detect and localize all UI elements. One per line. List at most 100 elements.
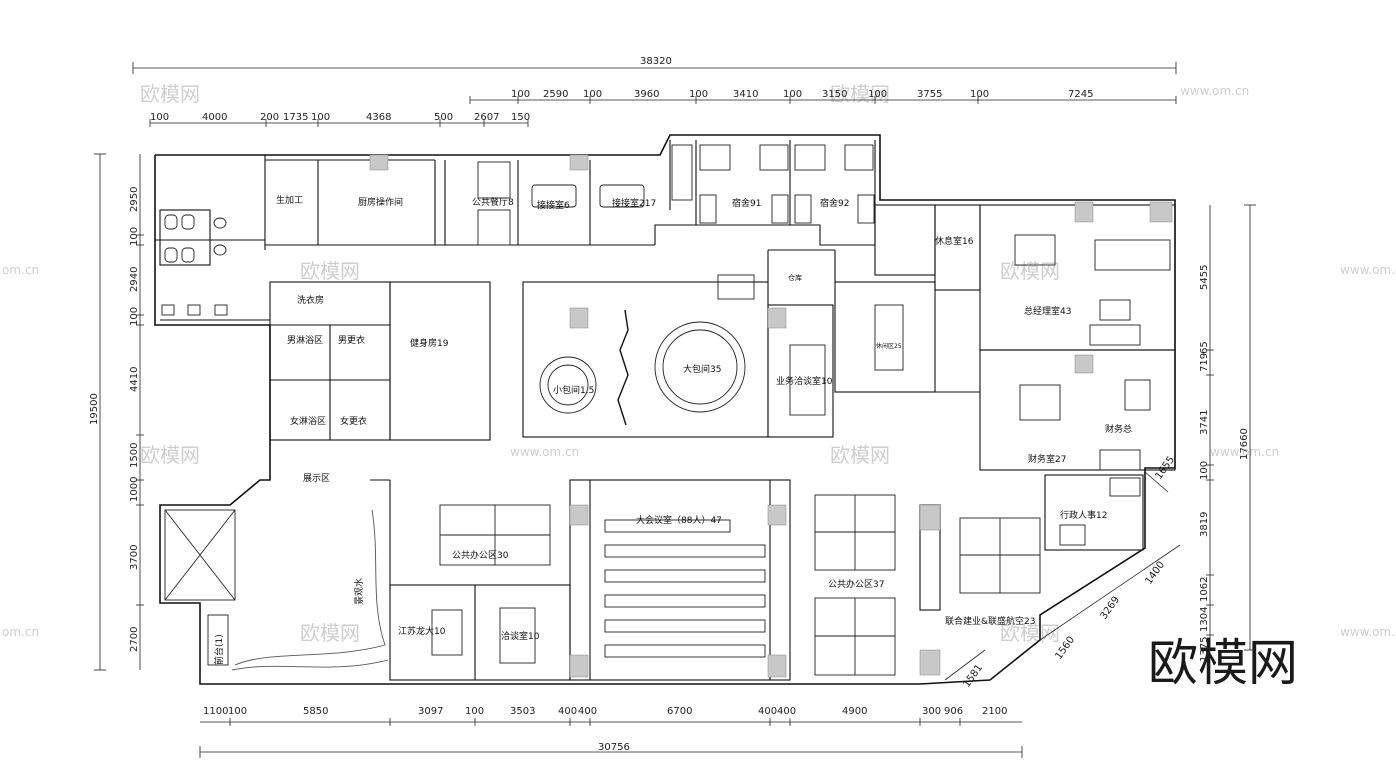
watermark-url: om.cn xyxy=(2,625,39,639)
dim-top-row1: 2590 xyxy=(543,89,568,100)
room-label-business-talk: 业务洽谈室10 xyxy=(776,375,833,387)
dim-right: 719 xyxy=(1199,353,1210,372)
room-label-gym: 健身房19 xyxy=(410,337,449,349)
watermark-logo: 欧模网 xyxy=(1148,634,1298,692)
dim-diagonal: 3269 xyxy=(1098,595,1122,622)
dim-right: 1375 xyxy=(1199,637,1210,662)
dim-top-row1: 3150 xyxy=(822,89,847,100)
dim-top-row2: 1735 xyxy=(283,112,308,123)
dim-left: 2700 xyxy=(129,627,140,652)
dim-right: 5455 xyxy=(1199,265,1210,290)
dim-left: 1500 xyxy=(129,443,140,468)
outer-walls xyxy=(154,134,1176,685)
room-label-rest: 休息室16 xyxy=(935,235,974,247)
dim-bottom: 2100 xyxy=(982,706,1007,717)
furniture xyxy=(161,144,1171,676)
room-label-laundry: 洗衣房 xyxy=(297,294,324,306)
dim-bottom: 3503 xyxy=(510,706,535,717)
watermark-brand: 欧模网 xyxy=(140,82,200,106)
dim-top-row2: 4000 xyxy=(202,112,227,123)
watermark-brand: 欧模网 xyxy=(830,443,890,467)
room-label-gm-office: 总经理室43 xyxy=(1024,305,1071,317)
watermarks: 欧模网 欧模网 www.om.cn 欧模网 欧模网 om.cn www.om.c… xyxy=(2,82,1396,692)
watermark-brand: 欧模网 xyxy=(300,259,360,283)
room-label-small-private: 小包间1.5 xyxy=(553,384,594,396)
dim-right: 65 xyxy=(1199,341,1210,354)
dim-bottom: 3097 xyxy=(418,706,443,717)
room-label-exhibition: 展示区 xyxy=(303,473,330,484)
dim-top-row1: 100 xyxy=(868,89,887,100)
dim-right: 1062 xyxy=(1199,577,1210,602)
dim-top-row2: 100 xyxy=(311,112,330,123)
watermark-url: www.om.cn xyxy=(1210,445,1279,459)
room-label-dorm1: 宿舍91 xyxy=(732,197,761,209)
dim-top-row2: 500 xyxy=(434,112,453,123)
dim-overall-bottom: 30756 xyxy=(598,742,630,753)
room-label-female-locker: 女更衣 xyxy=(340,415,367,427)
meeting-seat-rows xyxy=(604,519,766,658)
dim-top-row1: 3410 xyxy=(733,89,758,100)
dim-top-row1: 100 xyxy=(583,89,602,100)
dim-overall-top: 38320 xyxy=(640,56,672,67)
room-label-finance-head: 财务总 xyxy=(1105,423,1132,435)
dim-left: 4410 xyxy=(129,367,140,392)
dim-bottom: 100 xyxy=(228,706,247,717)
room-label-male-locker: 男更衣 xyxy=(338,334,365,346)
room-label-reception-b: 接接室217 xyxy=(612,197,656,209)
room-label-kitchen: 厨房操作间 xyxy=(358,196,403,208)
dim-left: 100 xyxy=(129,307,140,326)
watermark-url: om.cn xyxy=(2,263,39,277)
dim-bottom: 400 xyxy=(558,706,577,717)
room-label-big-meeting: 大会议室（88人）47 xyxy=(636,514,722,526)
dim-right: 100 xyxy=(1199,461,1210,480)
dim-left: 2940 xyxy=(129,267,140,292)
room-label-public-office-30: 公共办公区30 xyxy=(452,549,509,561)
dim-top-row1: 3755 xyxy=(917,89,942,100)
dim-bottom: 4900 xyxy=(842,706,867,717)
room-label-public-office-37: 公共办公区37 xyxy=(828,578,884,590)
structural-columns xyxy=(369,154,1173,678)
dim-top-row2: 150 xyxy=(511,112,530,123)
watermark-brand: 欧模网 xyxy=(1000,259,1060,283)
dim-right: 1304 xyxy=(1199,607,1210,632)
dim-bottom: 400 xyxy=(578,706,597,717)
dim-left: 3700 xyxy=(129,545,140,570)
watermark-url: www.om.cn xyxy=(1340,263,1396,277)
watermark-url: www.om.cn xyxy=(510,445,579,459)
watermark-url: www.om.cn xyxy=(1180,84,1249,98)
dim-left: 2950 xyxy=(129,187,140,212)
room-label-negotiation: 洽谈室10 xyxy=(501,630,540,642)
room-label-dorm2: 宿舍92 xyxy=(820,197,849,209)
dim-top-row1: 100 xyxy=(689,89,708,100)
room-label-jiangsu: 江苏龙大10 xyxy=(398,625,446,637)
watermark-brand: 欧模网 xyxy=(140,443,200,467)
room-label-scrub: 生加工 xyxy=(276,194,303,206)
dim-overall-right: 17660 xyxy=(1239,428,1250,460)
dim-top-row1: 100 xyxy=(511,89,530,100)
watermark-url: www.om.cn xyxy=(1340,625,1396,639)
room-label-front-desk: 前台(1) xyxy=(213,634,225,665)
dim-right: 3741 xyxy=(1199,410,1210,435)
dim-bottom: 400 xyxy=(777,706,796,717)
dim-top-row1: 100 xyxy=(970,89,989,100)
room-label-leisure: 休闲区25 xyxy=(876,342,902,350)
dim-top-row1: 7245 xyxy=(1068,89,1093,100)
dim-top-row1: 3960 xyxy=(634,89,659,100)
room-label-large-private: 大包间35 xyxy=(683,363,721,375)
dim-bottom: 100 xyxy=(465,706,484,717)
room-label-female-shower: 女淋浴区 xyxy=(290,415,326,427)
dimension-ticks xyxy=(136,96,1214,726)
dim-top-row1: 100 xyxy=(783,89,802,100)
dim-bottom: 906 xyxy=(944,706,963,717)
room-label-admin: 行政人事12 xyxy=(1060,509,1107,521)
dim-diagonal: 1581 xyxy=(961,663,985,690)
room-label-male-shower: 男淋浴区 xyxy=(287,334,323,346)
dim-left: 1000 xyxy=(129,477,140,502)
room-label-warehouse: 仓库 xyxy=(788,273,802,282)
dim-bottom: 6700 xyxy=(667,706,692,717)
dim-top-row2: 4368 xyxy=(366,112,391,123)
dim-bottom: 400 xyxy=(758,706,777,717)
room-label-joint-venture: 联合建业&联盛航空23 xyxy=(945,615,1035,627)
dim-top-row2: 100 xyxy=(150,112,169,123)
